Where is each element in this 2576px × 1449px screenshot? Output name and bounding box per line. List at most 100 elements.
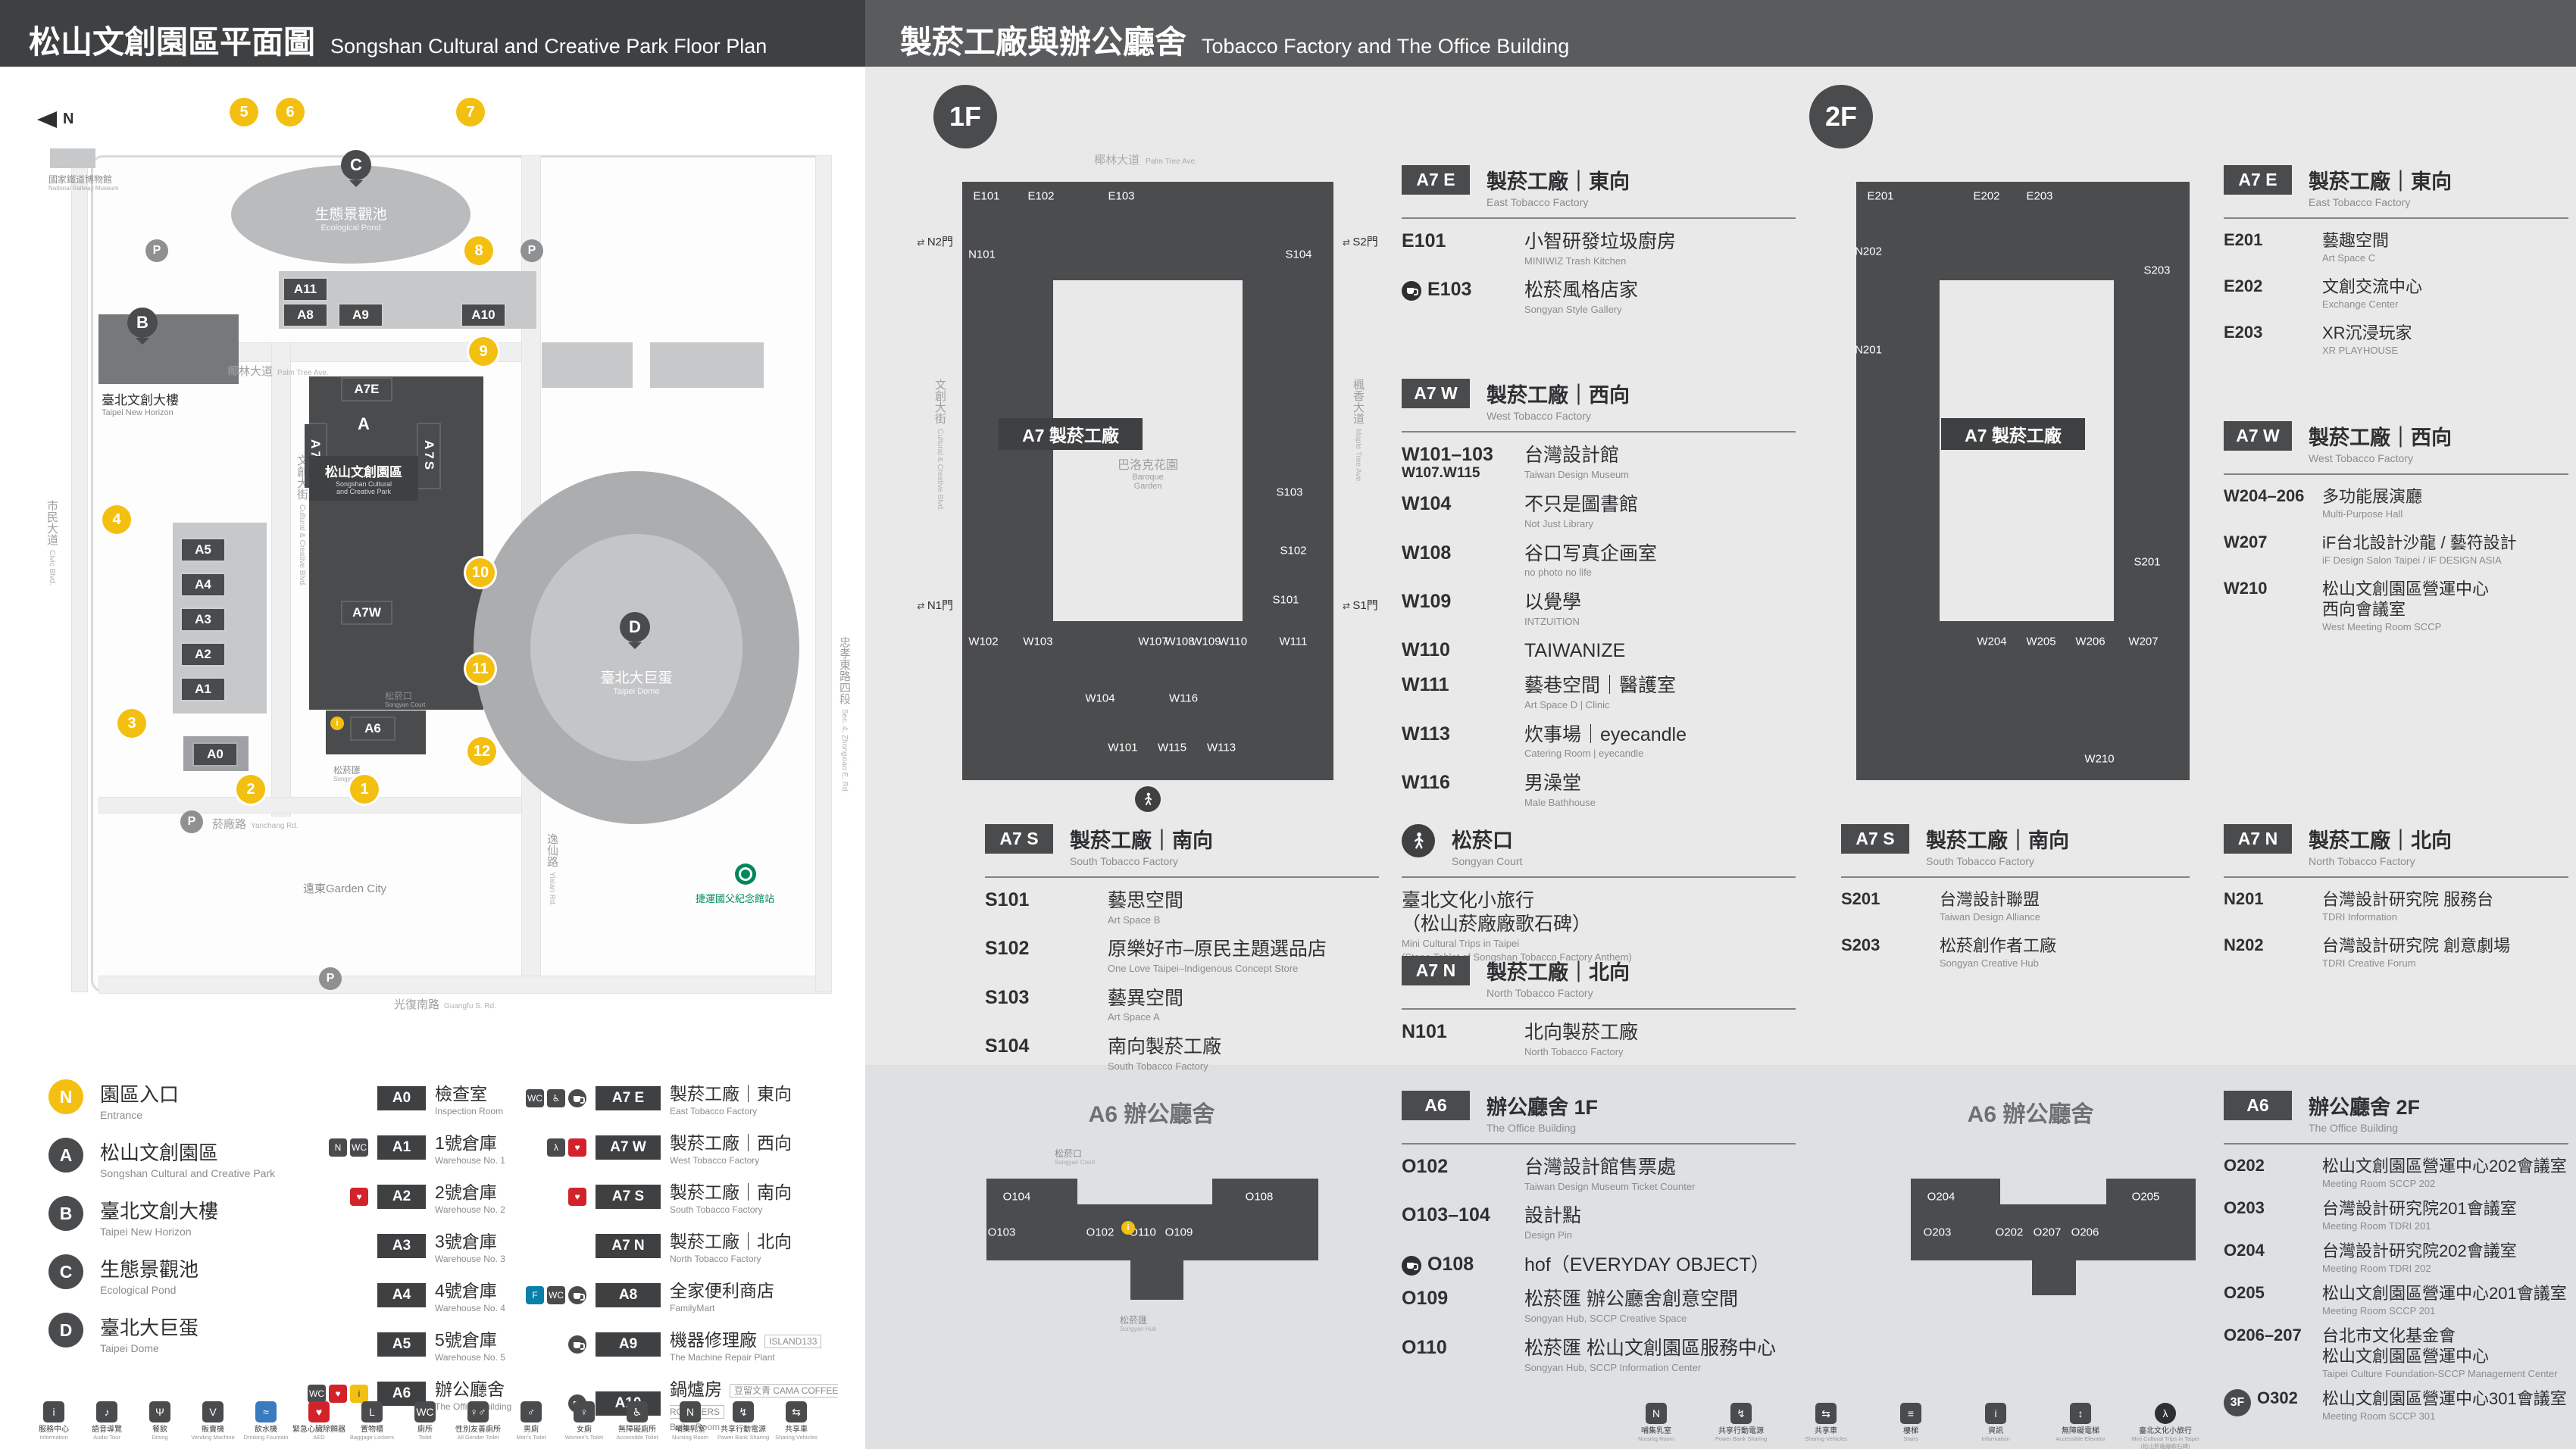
room-name-en: Meeting Room TDRI 202	[2322, 1263, 2431, 1275]
area-badge: A0	[377, 1085, 426, 1110]
room-E203: E203	[2026, 189, 2053, 203]
garden-city-label: 遠東Garden City	[303, 882, 387, 895]
list-item-id-cell: W207	[2224, 532, 2313, 567]
block-badge: A7 W	[1402, 379, 1470, 408]
room-id: W109	[1402, 591, 1452, 613]
pin-C: C	[341, 150, 371, 180]
legend-zh: 3號倉庫	[435, 1232, 497, 1251]
list-item-text: 北向製菸工廠 North Tobacco Factory	[1524, 1022, 1796, 1057]
area-pin: B	[48, 1196, 83, 1231]
room-id: E202	[2224, 276, 2263, 295]
legend-area-text: 生態景觀池 Ecological Pond	[100, 1254, 199, 1296]
strip-label-zh: 女廁	[577, 1426, 592, 1434]
pin-D: D	[620, 612, 650, 642]
plan1f-street-right: 楓香大道Maple Tree Ave.	[1352, 379, 1365, 484]
list-item-text: 松山文創園區營運中心201會議室 Meeting Room SCCP 201	[2322, 1284, 2568, 1317]
map-badge-A7S: A7S	[418, 424, 439, 488]
stairs-icon: ≡	[1900, 1403, 1921, 1424]
room-name-zh: 松菸創作者工廠	[1940, 935, 2057, 955]
room-S201: S201	[2134, 555, 2161, 569]
legend-area-text: 臺北大巨蛋 Taipei Dome	[100, 1313, 199, 1354]
room-id: W207	[2224, 532, 2268, 551]
legend-zh: 2號倉庫	[435, 1182, 497, 1202]
list-item: O102 台灣設計館售票處 Taiwan Design Museum Ticke…	[1402, 1156, 1796, 1192]
list-item-id-cell: O108	[1402, 1254, 1515, 1276]
entrance-12: 12	[467, 737, 496, 766]
list-item-text: 炊事場｜eyecandle Catering Room | eyecandle	[1524, 724, 1796, 760]
room-W111: W111	[1279, 635, 1308, 648]
info-icon: i	[330, 717, 344, 730]
nursing-icon: N	[329, 1138, 347, 1157]
strip-item: ↯ 共享行動電源 Power Bank Sharing	[1699, 1403, 1784, 1449]
list-item: S103 藝異空間 Art Space A	[985, 987, 1379, 1023]
parking-icon-P: P	[145, 239, 168, 262]
legend-row: A4 4號倉庫 Warehouse No. 4	[303, 1276, 511, 1313]
door-n1: N1門	[917, 597, 953, 613]
info-icon: i	[1121, 1221, 1135, 1235]
list-item: W111 藝巷空間｜醫護室 Art Space D | Clinic	[1402, 674, 1796, 710]
strip-label-zh: 無障礙廁所	[618, 1426, 656, 1434]
area-badge: A7 W	[596, 1135, 661, 1160]
room-name-zh: 南向製菸工廠	[1108, 1036, 1222, 1058]
room-id: O109	[1402, 1288, 1449, 1310]
room-id: S203	[1841, 935, 1880, 954]
room-id: O202	[2224, 1156, 2265, 1175]
strip-item: ♀♂ 性別友善廁所 All Gender Toilet	[452, 1401, 505, 1441]
list-item-text: XR沉浸玩家 XR PLAYHOUSE	[2322, 323, 2568, 357]
room-name-zh-2: （松山菸廠廠歌石碑）	[1402, 913, 1592, 935]
list-item: O206–207 台北市文化基金會 松山文創園區營運中心 Taipei Cult…	[2224, 1326, 2568, 1380]
list-item-text: 原樂好市–原民主題選品店 One Love Taipei–Indigenous …	[1108, 938, 1379, 974]
room-W204: W204	[1977, 635, 2007, 648]
room-name-en: no photo no life	[1524, 567, 1592, 579]
block-badge: A6	[2224, 1091, 2292, 1120]
legend-en: West Tobacco Factory	[670, 1155, 760, 1166]
room-id: S201	[1841, 889, 1880, 908]
list-item-id-cell: W116	[1402, 772, 1515, 808]
parking-icon-P: P	[180, 810, 203, 833]
legend-row-icons: λ♥	[521, 1138, 586, 1157]
info-icon: i	[350, 1384, 368, 1403]
area-badge: A7 N	[596, 1233, 661, 1258]
room-id: O102	[1402, 1156, 1449, 1177]
legend-area-en: Taipei New Horizon	[100, 1226, 192, 1238]
strip-item: V 販賣機 Vending Machine	[186, 1401, 239, 1441]
road-zhongxiao-e-rd	[815, 155, 832, 992]
walk-icon: λ	[2155, 1403, 2176, 1424]
room-N201: N201	[1855, 343, 1882, 357]
room-name-en: Taiwan Design Museum	[1524, 468, 1630, 480]
room-O109: O109	[1165, 1226, 1193, 1239]
legend-area-en: Songshan Cultural and Creative Park	[100, 1167, 276, 1179]
strip-label-en: Power Bank Sharing	[1715, 1435, 1768, 1442]
entrance-1: 1	[350, 775, 379, 804]
legend-en: FamilyMart	[670, 1303, 715, 1313]
scooter-icon: ⇆	[1815, 1403, 1837, 1424]
strip-label-en: Accessible Elevator	[2055, 1435, 2106, 1442]
legend-row: N A11 育嬰室 The Nursery Room	[521, 1444, 859, 1449]
strip-label-zh: 廁所	[417, 1426, 433, 1434]
list-item: E202 文創交流中心 Exchange Center	[2224, 276, 2568, 311]
legend-row-text: 製菸工廠｜西向 West Tobacco Factory	[670, 1129, 859, 1166]
legend-area-text: 園區入口 Entrance	[100, 1079, 179, 1121]
strip-label-en: Information	[39, 1433, 68, 1441]
floor-badge-2f: 2F	[1809, 85, 1873, 148]
room-O204: O204	[1927, 1190, 1955, 1204]
room-O102: O102	[1086, 1226, 1114, 1239]
entrance-4: 4	[102, 505, 131, 534]
door-s2: S2門	[1343, 233, 1377, 249]
nursing-icon: N	[1646, 1403, 1667, 1424]
room-name-en: West Meeting Room SCCP	[2322, 621, 2442, 633]
legend-row: WC♿ A7 E 製菸工廠｜東向 East Tobacco Factory	[521, 1079, 859, 1116]
map-badge-A7W: A7W	[342, 602, 391, 623]
room-name-en: South Tobacco Factory	[1108, 1060, 1208, 1072]
list-item-text: 藝異空間 Art Space A	[1108, 988, 1379, 1023]
list-item-text: 藝巷空間｜醫護室 Art Space D | Clinic	[1524, 675, 1796, 710]
room-name-en: Design Pin	[1524, 1229, 1572, 1241]
strip-label-en: Sharing Vehicles	[775, 1433, 818, 1441]
room-O205: O205	[2131, 1190, 2160, 1204]
